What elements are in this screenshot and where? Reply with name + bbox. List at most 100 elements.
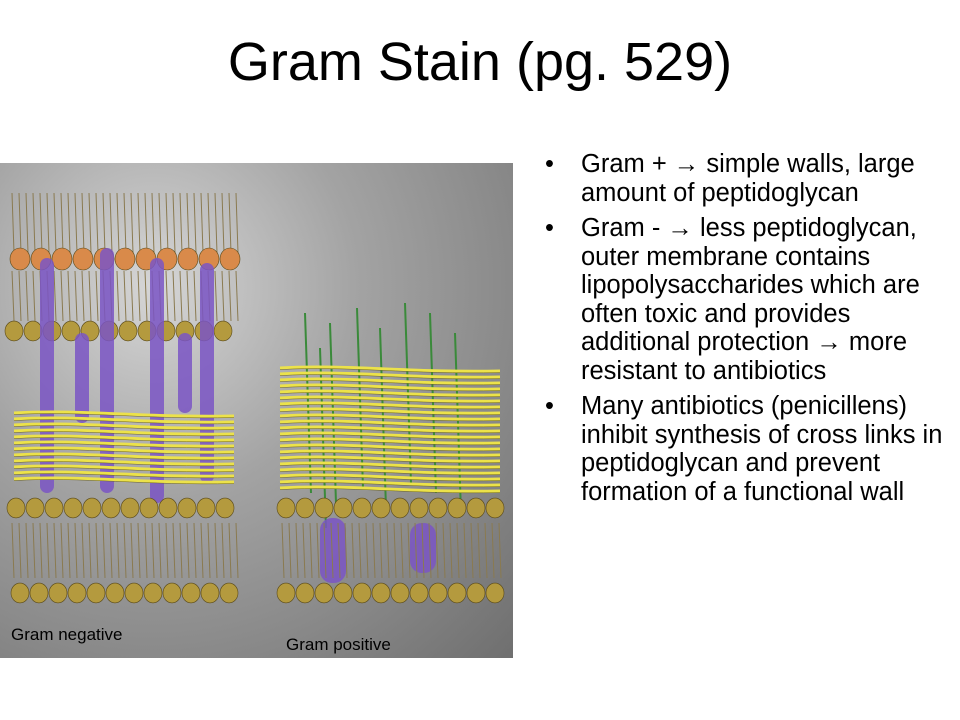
lipid-tail bbox=[32, 522, 36, 579]
bullet-item: •Many antibiotics (penicillens) inhibit … bbox=[545, 392, 955, 506]
caption-gram-positive: Gram positive bbox=[286, 635, 391, 654]
lipid-tail bbox=[207, 522, 211, 579]
peptidoglycan-fiber bbox=[279, 437, 501, 445]
lipid-tail bbox=[172, 192, 176, 254]
lipid-tail bbox=[74, 270, 78, 322]
plasma-membrane-head bbox=[352, 497, 372, 519]
plasma-membrane-head bbox=[25, 497, 45, 519]
peptidoglycan-fiber bbox=[279, 443, 501, 451]
lipid-tail bbox=[179, 270, 183, 322]
peptidoglycan-fiber bbox=[279, 365, 501, 373]
lipid-tail bbox=[81, 192, 85, 254]
peptidoglycan-fiber bbox=[13, 425, 235, 431]
peptidoglycan-fiber bbox=[279, 392, 501, 398]
lipid-tail bbox=[46, 522, 50, 579]
peptidoglycan-fiber bbox=[279, 452, 501, 458]
lipid-tail bbox=[200, 192, 204, 254]
peptidoglycan-fiber bbox=[279, 461, 501, 469]
outer-membrane-head bbox=[51, 247, 73, 271]
lipid-tail bbox=[102, 522, 106, 579]
peptidoglycan-fiber bbox=[13, 419, 235, 425]
bullet-text: Gram + → simple walls, large amount of p… bbox=[581, 150, 915, 207]
lipid-tail bbox=[193, 270, 197, 322]
lipid-tail bbox=[302, 522, 306, 579]
lipid-tail bbox=[137, 522, 141, 579]
plasma-membrane-head bbox=[177, 497, 197, 519]
plasma-membrane-head bbox=[447, 582, 467, 604]
lipid-tail bbox=[165, 192, 169, 254]
plasma-membrane-head bbox=[162, 582, 182, 604]
lipid-tail bbox=[151, 522, 155, 579]
lipid-tail bbox=[393, 522, 397, 579]
peptidoglycan-fiber bbox=[279, 398, 501, 404]
lipid-tail bbox=[235, 270, 239, 322]
inner-leaflet-head bbox=[61, 320, 81, 342]
membrane-protein bbox=[178, 333, 192, 413]
plasma-membrane-head bbox=[409, 582, 429, 604]
plasma-membrane-head bbox=[409, 497, 429, 519]
lipid-tail bbox=[484, 522, 488, 579]
peptidoglycan-fiber bbox=[13, 452, 235, 460]
lipid-tail bbox=[228, 270, 232, 322]
lipid-tail bbox=[11, 192, 15, 254]
plasma-membrane-head bbox=[181, 582, 201, 604]
plasma-membrane-head bbox=[466, 582, 486, 604]
lipid-tail bbox=[32, 192, 36, 254]
lipid-tail bbox=[95, 192, 99, 254]
lipid-tail bbox=[172, 270, 176, 322]
plasma-membrane-head bbox=[44, 497, 64, 519]
lipid-tail bbox=[386, 522, 390, 579]
peptidoglycan-fiber bbox=[279, 488, 501, 494]
lipid-tail bbox=[116, 192, 120, 254]
lipid-tail bbox=[102, 192, 106, 254]
peptidoglycan-fiber bbox=[279, 440, 501, 446]
peptidoglycan-fiber bbox=[279, 374, 501, 380]
plasma-membrane-head bbox=[6, 497, 26, 519]
lipid-tail bbox=[144, 192, 148, 254]
peptidoglycan-fiber bbox=[279, 413, 501, 421]
peptidoglycan-fiber bbox=[13, 413, 235, 419]
lipid-tail bbox=[81, 522, 85, 579]
lipid-tail bbox=[53, 522, 57, 579]
lipid-tail bbox=[60, 522, 64, 579]
plasma-membrane-head bbox=[63, 497, 83, 519]
peptidoglycan-fiber bbox=[13, 434, 235, 442]
lipid-tail bbox=[25, 192, 29, 254]
lipid-tail bbox=[200, 522, 204, 579]
lipid-tail bbox=[179, 522, 183, 579]
peptidoglycan-fiber bbox=[279, 389, 501, 397]
lipid-tail bbox=[470, 522, 474, 579]
peptidoglycan-fiber bbox=[279, 407, 501, 415]
lipid-tail bbox=[95, 522, 99, 579]
inner-leaflet-head bbox=[213, 320, 233, 342]
lipid-tail bbox=[421, 522, 425, 579]
lipid-tail bbox=[137, 192, 141, 254]
plasma-membrane-head bbox=[139, 497, 159, 519]
lipid-tail bbox=[130, 192, 134, 254]
lipid-tail bbox=[221, 192, 225, 254]
lipid-tail bbox=[379, 522, 383, 579]
lipid-tail bbox=[165, 270, 169, 322]
lipid-tail bbox=[158, 522, 162, 579]
lipid-tail bbox=[172, 522, 176, 579]
peptidoglycan-fiber bbox=[279, 404, 501, 410]
lipid-tail bbox=[221, 522, 225, 579]
plasma-membrane-head bbox=[158, 497, 178, 519]
lipid-tail bbox=[18, 522, 22, 579]
plasma-membrane-head bbox=[29, 582, 49, 604]
peptidoglycan-fiber bbox=[279, 449, 501, 457]
plasma-membrane-head bbox=[428, 497, 448, 519]
plasma-membrane-head bbox=[276, 497, 296, 519]
lipid-tail bbox=[407, 522, 411, 579]
slide-title: Gram Stain (pg. 529) bbox=[227, 32, 733, 92]
peptidoglycan-fiber bbox=[13, 458, 235, 466]
peptidoglycan-fiber bbox=[13, 446, 235, 454]
lipid-tail bbox=[179, 192, 183, 254]
plasma-membrane-head bbox=[120, 497, 140, 519]
plasma-membrane-head bbox=[219, 582, 239, 604]
lipid-tail bbox=[221, 270, 225, 322]
outer-membrane-head bbox=[114, 247, 136, 271]
lipid-tail bbox=[46, 192, 50, 254]
lipid-tail bbox=[214, 192, 218, 254]
lipid-tail bbox=[309, 522, 313, 579]
